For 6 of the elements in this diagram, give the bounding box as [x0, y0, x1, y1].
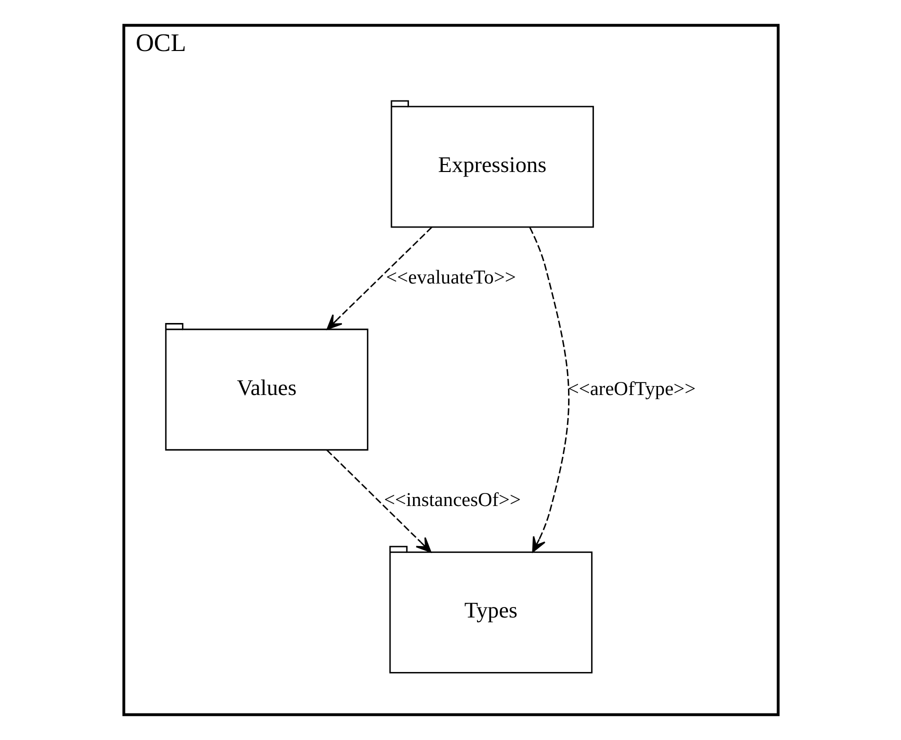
edge-label: <<instancesOf>>	[383, 490, 520, 512]
arrow	[528, 227, 569, 552]
arrow	[326, 226, 432, 330]
arrow	[326, 449, 431, 553]
edge-label: <<evaluateTo>>	[386, 267, 516, 288]
edge-label: <<areOfType>>	[567, 378, 696, 400]
